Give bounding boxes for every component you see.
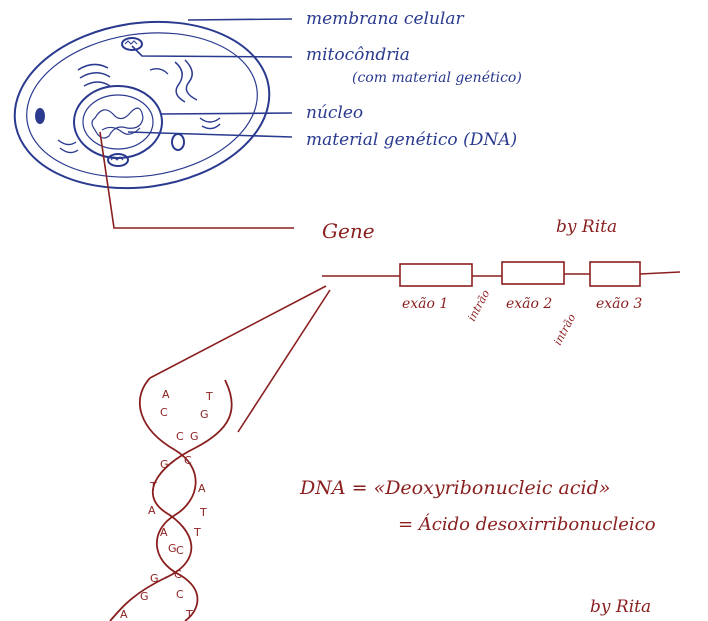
leader-mitochondria xyxy=(132,46,292,57)
leader-nucleus xyxy=(160,113,292,114)
base-right-9: C xyxy=(176,588,184,601)
er-shape xyxy=(175,60,197,102)
helix-strand-2 xyxy=(110,380,232,621)
exon-label-2: exão 2 xyxy=(506,296,552,312)
gene-strand-4 xyxy=(640,272,680,274)
cell-membrane-outer xyxy=(4,6,280,204)
gene-title: Gene xyxy=(322,219,375,243)
label-mitochondria-note: (com material genético) xyxy=(352,70,522,86)
mito-cristae-1 xyxy=(125,41,137,44)
leader-genetic-material xyxy=(128,132,292,137)
dna-definition-line2: = Ácido desoxirribonucleico xyxy=(398,512,656,535)
exon-label-3: exão 3 xyxy=(596,296,642,312)
exon-box-2 xyxy=(502,262,564,284)
base-left-1: C xyxy=(160,406,168,419)
helix-strand-1 xyxy=(140,378,198,621)
mitochondrion-3 xyxy=(172,134,184,150)
intron-label-1: intrão xyxy=(465,287,492,323)
base-right-7: C xyxy=(176,544,184,557)
er-shape-3 xyxy=(200,118,220,129)
base-right-1: G xyxy=(200,408,209,421)
base-right-8: C xyxy=(174,568,182,581)
label-mitochondria: mitocôndria xyxy=(306,45,410,65)
base-left-0: A xyxy=(162,388,170,401)
base-left-6: A xyxy=(160,526,168,539)
author-bottom: by Rita xyxy=(590,597,651,617)
label-membrane: membrana celular xyxy=(306,9,464,29)
exon-label-1: exão 1 xyxy=(402,296,448,312)
base-right-5: T xyxy=(199,506,207,519)
base-right-4: A xyxy=(198,482,206,495)
gene-lines xyxy=(100,132,680,432)
base-left-9: G xyxy=(140,590,149,603)
base-right-10: T xyxy=(185,608,193,621)
intron-label-2: intrão xyxy=(551,311,578,347)
author-top: by Rita xyxy=(556,217,617,237)
base-left-3: G xyxy=(160,458,169,471)
nucleus-shape xyxy=(74,86,162,158)
base-right-0: T xyxy=(205,390,213,403)
base-left-4: T xyxy=(149,480,157,493)
er-shape-4 xyxy=(58,140,78,153)
dna-definition-line1: DNA = «Deoxyribonucleic acid» xyxy=(299,477,610,499)
leader-gene xyxy=(100,132,294,228)
label-genetic-material: material genético (DNA) xyxy=(306,130,517,150)
exon-box-3 xyxy=(590,262,640,286)
base-right-6: T xyxy=(193,526,201,539)
er-shape-2 xyxy=(150,69,168,74)
nucleus-inner xyxy=(83,95,153,149)
cell-drawing xyxy=(4,6,280,204)
base-left-10: A xyxy=(120,608,128,621)
base-left-8: G xyxy=(150,572,159,585)
base-left-2: C xyxy=(176,430,184,443)
exon-box-1 xyxy=(400,264,472,286)
label-nucleus: núcleo xyxy=(306,103,363,123)
golgi-shape xyxy=(78,64,110,86)
base-right-2: G xyxy=(190,430,199,443)
zoom-line-left xyxy=(150,286,326,378)
organelle-dot xyxy=(36,109,44,123)
dna-helix xyxy=(110,378,232,621)
base-right-3: C xyxy=(184,454,192,467)
zoom-line-right xyxy=(238,290,330,432)
base-left-5: A xyxy=(148,504,156,517)
leader-membrane xyxy=(188,19,292,20)
